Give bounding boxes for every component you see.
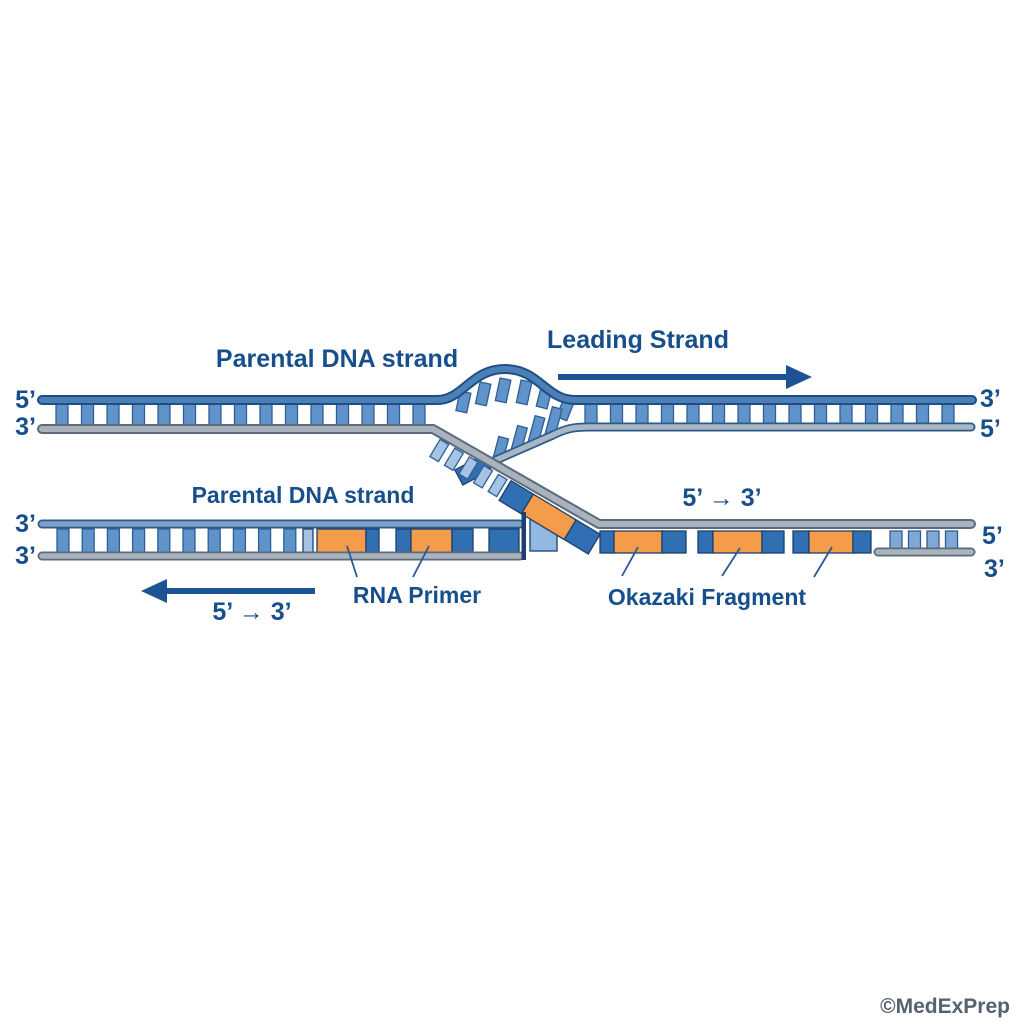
unpaired-base-tooth xyxy=(428,438,450,463)
watermark: ©MedExPrep xyxy=(880,995,1010,1018)
base-pair-rung xyxy=(157,528,171,554)
base-pair-rung xyxy=(232,528,247,554)
bottom-left-base-pairs xyxy=(56,528,297,554)
unpaired-base-tooth xyxy=(472,464,494,489)
dna-segment-block xyxy=(395,528,412,554)
rna-primer-label: RNA Primer xyxy=(353,582,481,608)
rna-primer-leader xyxy=(346,545,358,578)
base-pair-rung xyxy=(283,528,297,554)
unpaired-base-tooth xyxy=(474,381,492,407)
fork-unpaired-teeth xyxy=(492,405,563,462)
lagging-direction-left-label: 5’ → 3’ xyxy=(212,598,291,626)
rna-primer-block xyxy=(712,530,763,554)
rna-primer-leader xyxy=(412,545,430,578)
okazaki-leader xyxy=(621,546,639,577)
dna-segment-block xyxy=(599,530,615,554)
top-left-3-prime-label: 3’ xyxy=(15,413,36,441)
bottom-right-base-pairs xyxy=(889,530,959,552)
parental-dna-strand-bottom-label: Parental DNA strand xyxy=(192,482,415,508)
dna-segment-block xyxy=(761,530,785,554)
top-right-3-prime-label: 3’ xyxy=(980,385,1001,413)
unpaired-base-tooth xyxy=(458,455,479,481)
dna-segment-block xyxy=(451,528,474,554)
rna-primer-block xyxy=(613,530,663,554)
top-right-5-prime-label: 5’ xyxy=(980,415,1001,443)
unpaired-base-tooth xyxy=(487,473,508,498)
leading-strand-arrow xyxy=(558,365,812,389)
okazaki-fragment-groups xyxy=(599,530,872,554)
leader-lines xyxy=(346,545,833,578)
base-pair-rung xyxy=(131,528,146,554)
base-pair-rung xyxy=(182,528,196,554)
ligation-divider xyxy=(521,512,526,560)
base-pair-rung xyxy=(257,528,272,554)
bottom-right-3-prime-label: 3’ xyxy=(984,555,1005,583)
dna-segment-block xyxy=(488,528,520,554)
lagging-strand-arrow xyxy=(141,579,315,603)
nascent-okazaki-fragment xyxy=(428,438,602,555)
dna-segment-block xyxy=(697,530,714,554)
arrow-head-right-icon xyxy=(786,365,812,389)
okazaki-leader xyxy=(813,546,833,578)
base-pair-rung xyxy=(56,528,70,554)
lagging-direction-right-label: 5’ → 3’ xyxy=(682,484,761,512)
base-pair-rung xyxy=(81,528,95,554)
dna-segment-block xyxy=(792,530,810,554)
lagging-strand-left-blocks xyxy=(302,507,558,554)
arrow-head-left-icon xyxy=(141,579,167,603)
dna-segment-block xyxy=(563,518,602,555)
bottom-left-3-prime-label-a: 3’ xyxy=(15,510,36,538)
rna-primer-block xyxy=(410,528,453,554)
leading-strand xyxy=(468,424,974,474)
okazaki-fragment-label: Okazaki Fragment xyxy=(608,584,806,610)
okazaki-leader xyxy=(721,547,741,577)
parental-dna-strand-top-label: Parental DNA strand xyxy=(216,345,458,373)
rna-primer-block xyxy=(316,528,367,554)
base-pair-rung-light xyxy=(302,528,314,554)
parental-top-strand xyxy=(39,365,975,403)
leading-strand-label: Leading Strand xyxy=(547,326,729,354)
unpaired-base-tooth xyxy=(515,379,533,406)
unpaired-base-tooth xyxy=(443,447,465,472)
base-pair-rung xyxy=(207,528,221,554)
lagging-template-strand xyxy=(39,426,974,527)
dna-segment-block xyxy=(852,530,872,554)
dna-segment-block xyxy=(661,530,687,554)
bottom-right-5-prime-label: 5’ xyxy=(982,522,1003,550)
bottom-left-3-prime-label-b: 3’ xyxy=(15,542,36,570)
top-left-5-prime-label: 5’ xyxy=(15,386,36,414)
dna-segment-block xyxy=(365,528,380,554)
base-pair-rung xyxy=(106,528,121,554)
leading-strand-outline xyxy=(466,422,976,476)
unpaired-base-tooth xyxy=(494,377,512,404)
